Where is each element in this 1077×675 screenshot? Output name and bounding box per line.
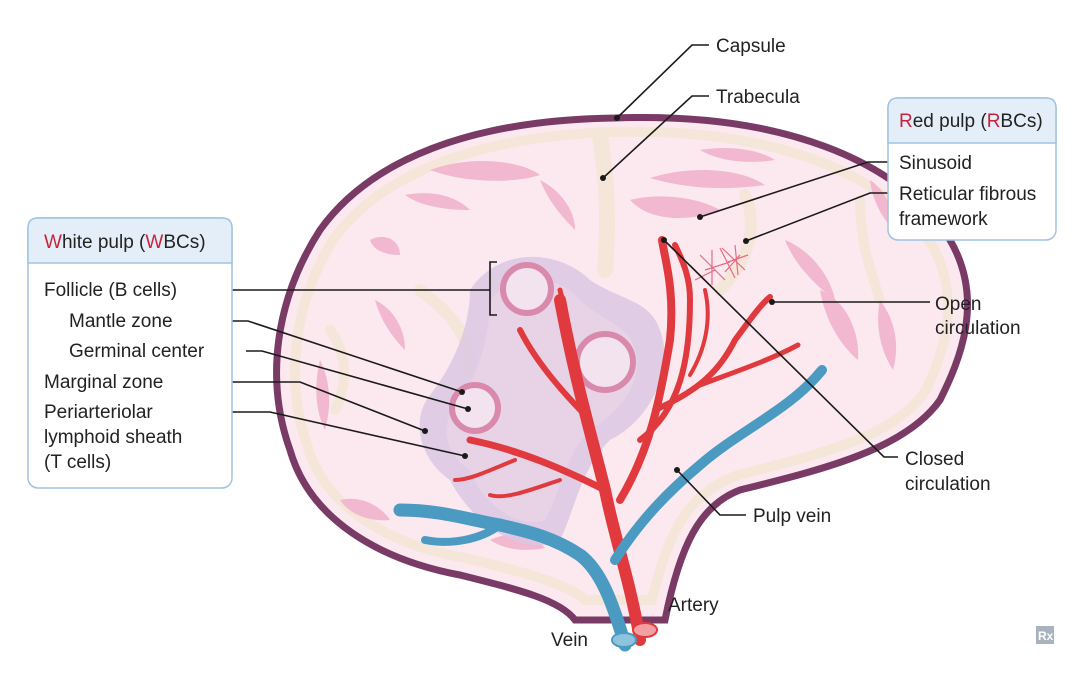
germinal-center-leader-dot bbox=[465, 406, 471, 412]
rx-watermark-text: Rx bbox=[1038, 629, 1054, 643]
follicle bbox=[449, 382, 501, 434]
trabecula bbox=[592, 127, 616, 278]
pals-leader-dot bbox=[462, 453, 468, 459]
sinusoid bbox=[878, 300, 897, 370]
marginal-zone-label: Marginal zone bbox=[44, 372, 163, 393]
venous-tree bbox=[393, 365, 827, 652]
red-pulp-title-text2: BCs) bbox=[1000, 111, 1042, 132]
spleen-organ bbox=[273, 114, 971, 652]
trabecula-label: Trabecula bbox=[716, 87, 800, 108]
artery-label: Artery bbox=[668, 595, 719, 616]
white-pulp-title-text2: BCs) bbox=[163, 232, 205, 253]
white-pulp-title-initial2: W bbox=[145, 232, 163, 253]
red-pulp-title-initial2: R bbox=[987, 111, 1001, 132]
sinusoids bbox=[316, 148, 897, 550]
white-pulp-box-header bbox=[27, 217, 233, 264]
vein-label: Vein bbox=[551, 630, 588, 651]
pulp-vein-leader bbox=[676, 469, 746, 516]
vein-vessel bbox=[393, 503, 632, 652]
capsule-leader-dot bbox=[614, 115, 620, 121]
sinusoid bbox=[630, 196, 720, 219]
sinusoid bbox=[340, 498, 390, 521]
closed-circulation-leader-dot bbox=[661, 237, 667, 243]
germinal-center-leader bbox=[246, 350, 469, 410]
mantle-zone-leader bbox=[232, 320, 463, 393]
leader-lines bbox=[232, 44, 930, 516]
open-circulation-leader-dot bbox=[769, 299, 775, 305]
red-pulp-box: Red pulp (RBCs) Sinusoid Reticular fibro… bbox=[887, 97, 1057, 241]
pals-label-line1: Periarteriolar bbox=[44, 402, 153, 423]
reticular-label-line2: framework bbox=[899, 209, 988, 230]
rx-watermark-box bbox=[1036, 626, 1054, 644]
white-pulp-title-initial: W bbox=[44, 232, 62, 253]
germinal-center-label: Germinal center bbox=[69, 341, 205, 362]
arterial-tree bbox=[453, 236, 801, 646]
sinusoid bbox=[650, 169, 765, 189]
artery-cut-end bbox=[632, 622, 658, 638]
open-circulation-label-line2: circulation bbox=[935, 318, 1021, 339]
mantle-zone-label: Mantle zone bbox=[69, 311, 173, 332]
white-pulp-box: White pulp (WBCs) Follicle (B cells) Man… bbox=[27, 217, 233, 489]
sinusoid-leader bbox=[699, 161, 888, 218]
pulp-vein-label: Pulp vein bbox=[753, 506, 831, 527]
follicle-label: Follicle (B cells) bbox=[44, 280, 177, 301]
red-pulp-title-text: ed pulp ( bbox=[913, 111, 988, 132]
red-pulp-title: Red pulp (RBCs) bbox=[899, 111, 1043, 132]
follicle-bracket bbox=[489, 261, 497, 316]
red-pulp-box-header bbox=[887, 97, 1057, 144]
white-pulp-title: White pulp (WBCs) bbox=[44, 232, 206, 253]
trabecula bbox=[855, 195, 885, 305]
marginal-zone-leader-dot bbox=[422, 428, 428, 434]
follicle bbox=[500, 262, 554, 316]
vein-cut-end bbox=[611, 632, 637, 648]
sinusoid bbox=[540, 180, 575, 230]
reticular-leader bbox=[745, 192, 888, 242]
pals-leader bbox=[232, 411, 466, 457]
rx-watermark: Rx bbox=[1036, 626, 1054, 644]
reticular-leader-dot bbox=[743, 238, 749, 244]
closed-circulation-label-line1: Closed bbox=[905, 449, 964, 470]
sinusoid bbox=[820, 290, 859, 360]
pals-label-line2: lymphoid sheath bbox=[44, 427, 182, 448]
sinusoid bbox=[430, 160, 540, 181]
closed-circulation-label-line2: circulation bbox=[905, 474, 991, 495]
sinusoid bbox=[785, 240, 835, 300]
sinusoid bbox=[870, 180, 893, 228]
capsule-label: Capsule bbox=[716, 36, 786, 57]
sinusoid bbox=[700, 148, 775, 162]
trabecula bbox=[714, 189, 757, 296]
sinusoid-leader-dot bbox=[697, 214, 703, 220]
trabecula-leader bbox=[602, 95, 709, 179]
trabecula-leader-dot bbox=[600, 175, 606, 181]
open-circulation-label-line1: Open bbox=[935, 294, 981, 315]
marginal-zone-leader bbox=[232, 381, 426, 432]
closed-circulation-leader bbox=[663, 239, 898, 458]
white-pulp-title-text: hite pulp ( bbox=[62, 232, 146, 253]
sinusoid bbox=[316, 360, 330, 430]
pals-label-line3: (T cells) bbox=[44, 452, 111, 473]
sinusoid bbox=[375, 300, 405, 350]
trabecular-rim bbox=[290, 126, 954, 605]
capsule-leader bbox=[616, 44, 709, 119]
pulp-vein-leader-dot bbox=[674, 467, 680, 473]
sinusoid-label: Sinusoid bbox=[899, 153, 972, 174]
red-pulp-title-initial: R bbox=[899, 111, 913, 132]
sinusoid bbox=[370, 236, 400, 255]
reticular-label-line1: Reticular fibrous bbox=[899, 184, 1036, 205]
follicle bbox=[574, 331, 636, 393]
trabecula bbox=[325, 325, 350, 415]
mantle-zone-leader-dot bbox=[459, 389, 465, 395]
sinusoid bbox=[405, 193, 470, 210]
